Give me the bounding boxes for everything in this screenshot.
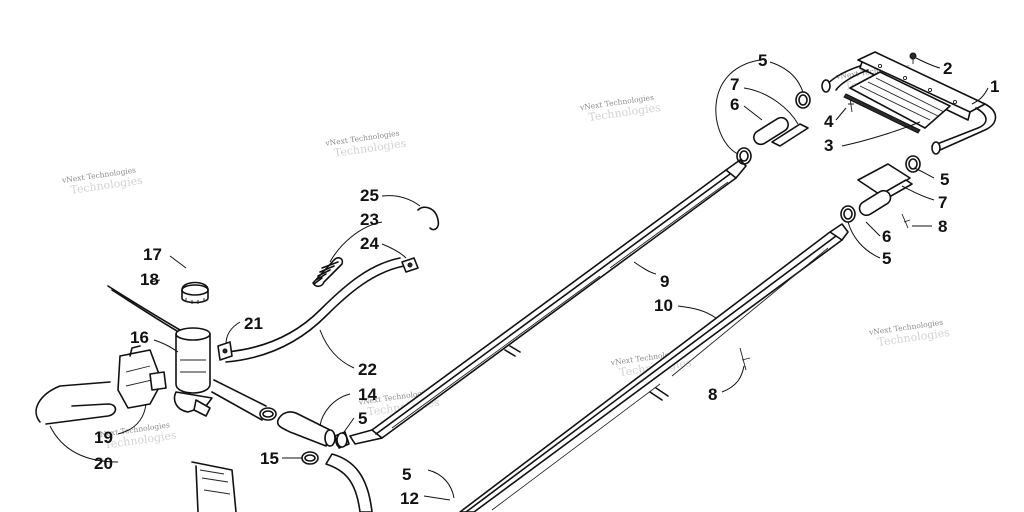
callout-3: 3 xyxy=(824,136,833,155)
leader-link xyxy=(211,379,267,421)
clamp-5-lower xyxy=(336,432,348,448)
hose-22 xyxy=(225,257,401,353)
watermark-3: Technologies vNext Technologies xyxy=(578,93,661,124)
callout-23: 23 xyxy=(360,210,379,229)
screw-8-upper xyxy=(901,213,911,229)
callout-16: 16 xyxy=(130,328,149,347)
strap-20 xyxy=(35,381,117,425)
callout-10: 10 xyxy=(654,296,673,315)
screw-2 xyxy=(909,52,917,60)
heat-exchanger-bracket xyxy=(821,51,997,155)
reservoir-16 xyxy=(173,327,213,417)
callout-5-upper: 5 xyxy=(758,51,767,70)
heat-exchanger-9 xyxy=(334,159,747,449)
upper-right-hose-set xyxy=(840,155,921,229)
callout-19: 19 xyxy=(94,428,113,447)
watermark-2: Technologies vNext Technologies xyxy=(324,129,407,160)
callout-5-right-upper: 5 xyxy=(940,170,949,189)
callout-6-upper: 6 xyxy=(730,95,739,114)
callout-5-middle: 5 xyxy=(358,409,367,428)
screw-8-lower xyxy=(739,347,751,371)
heat-exchanger-10 xyxy=(459,223,849,512)
callout-15: 15 xyxy=(260,449,279,468)
callout-22: 22 xyxy=(358,360,377,379)
spring-23 xyxy=(312,257,344,288)
cap-17 xyxy=(181,281,209,304)
hose-14 xyxy=(276,411,336,447)
hose-22-outer xyxy=(225,265,405,363)
callout-18: 18 xyxy=(140,270,159,289)
clip-25 xyxy=(417,206,440,231)
radiator-frame xyxy=(191,461,237,512)
watermark-1: Technologies vNext Technologies xyxy=(60,166,143,197)
reservoir-assembly xyxy=(35,281,233,425)
upper-left-hose-set xyxy=(736,91,811,165)
callout-5-right-lower: 5 xyxy=(882,249,891,268)
clamp-21 xyxy=(217,341,233,361)
callout-6-right: 6 xyxy=(882,227,891,246)
callout-4: 4 xyxy=(824,112,834,131)
callout-12: 12 xyxy=(400,489,419,508)
callout-2: 2 xyxy=(943,59,952,78)
leader-lines xyxy=(49,57,989,501)
callout-24: 24 xyxy=(360,234,379,253)
lower-hose xyxy=(325,453,373,512)
callout-9: 9 xyxy=(660,272,669,291)
callout-5-lower: 5 xyxy=(402,465,411,484)
bracket-19 xyxy=(117,345,163,409)
watermark-8: Technologies vNext Technologies xyxy=(868,318,951,349)
callouts: 1 2 3 4 5 5 5 5 5 6 6 7 7 8 8 9 10 12 14… xyxy=(94,51,999,508)
callout-8-right: 8 xyxy=(938,217,947,236)
callout-17: 17 xyxy=(143,245,162,264)
clamp-24 xyxy=(401,257,419,273)
hose-18 xyxy=(107,285,181,331)
callout-1: 1 xyxy=(990,77,999,96)
callout-7-right: 7 xyxy=(938,193,947,212)
callout-20: 20 xyxy=(94,454,113,473)
screw-4 xyxy=(848,97,854,113)
callout-7-upper: 7 xyxy=(730,75,739,94)
callout-21: 21 xyxy=(244,314,263,333)
callout-25: 25 xyxy=(360,186,379,205)
callout-14: 14 xyxy=(358,385,377,404)
callout-8-lower: 8 xyxy=(708,385,717,404)
